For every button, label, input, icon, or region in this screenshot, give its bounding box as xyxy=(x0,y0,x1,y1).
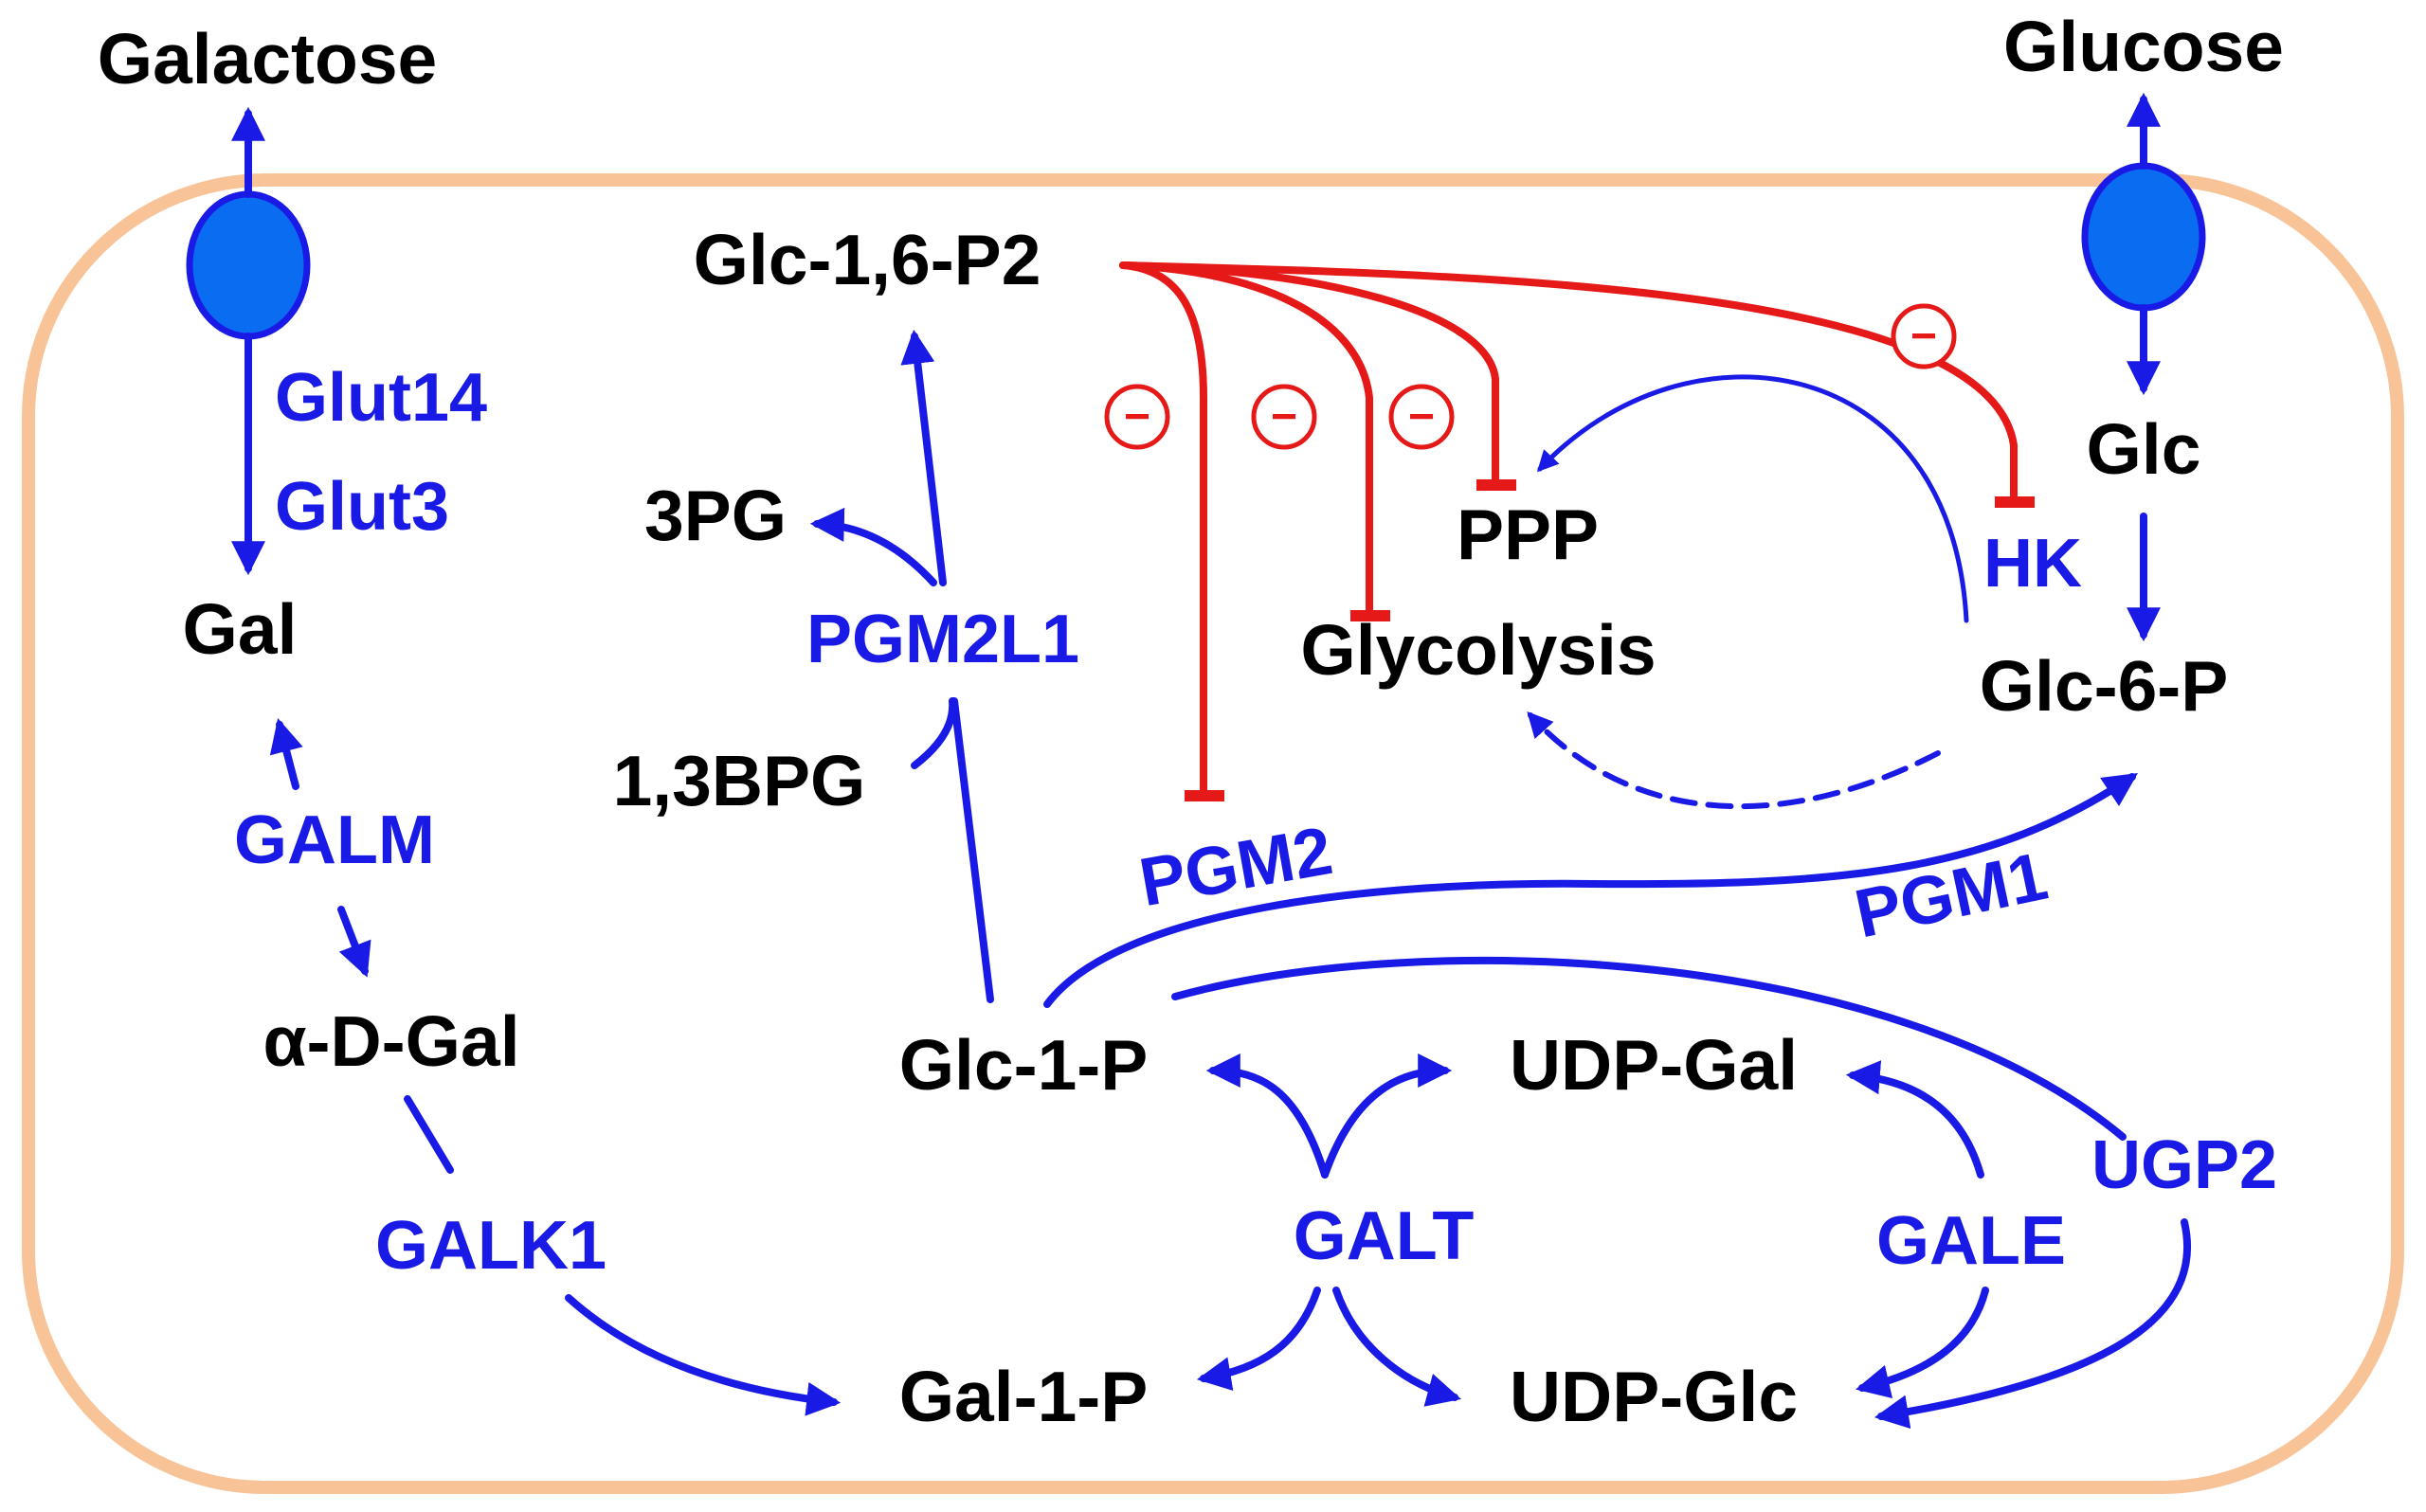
enzyme-glut14: Glut14 xyxy=(275,360,487,436)
glc-6-p-to-ppp-arrow xyxy=(1536,374,1969,623)
metabolite-glc: Glc xyxy=(2087,409,2201,489)
galactose-transporter[interactable] xyxy=(186,190,311,340)
galt-to-gal-1-p-arrow xyxy=(1196,1287,1321,1392)
glucose-transporter[interactable] xyxy=(2081,162,2206,312)
inhibition-symbol-glycolysis xyxy=(1251,384,1317,450)
enzyme-gale: GALE xyxy=(1876,1203,2066,1279)
enzyme-pgm2: PGM2 xyxy=(1134,813,1338,921)
inhibition-symbol-pgm2 xyxy=(1104,384,1170,450)
enzyme-glut3: Glut3 xyxy=(275,469,449,545)
gale-to-udp-glc-arrow xyxy=(1855,1287,1989,1399)
inhibition-pgm2-line xyxy=(1119,261,1207,798)
cell-membrane xyxy=(22,173,2404,1494)
pgm-glc-1-p-to-glc-6-p-arrow xyxy=(1043,773,2138,1008)
metabolite-udp-gal: UDP-Gal xyxy=(1510,1025,1798,1105)
glc-6-p-to-glycolysis-arrow xyxy=(1527,711,1941,810)
metabolite-ppp: PPP xyxy=(1457,495,1599,574)
enzyme-hk: HK xyxy=(1983,526,2082,602)
enzyme-ugp2: UGP2 xyxy=(2091,1127,2277,1203)
pgm2l1-to-3pg-arrow xyxy=(809,507,937,586)
metabolite-gal: Gal xyxy=(183,589,298,669)
metabolite-galactose: Galactose xyxy=(98,19,438,99)
enzyme-pgm2l1: PGM2L1 xyxy=(806,602,1079,677)
galk1-line xyxy=(404,1095,454,1174)
inhibition-symbol-ppp xyxy=(1388,384,1455,450)
metabolite-glycolysis: Glycolysis xyxy=(1300,610,1656,690)
metabolite-glc-1-p: Glc-1-P xyxy=(899,1025,1149,1105)
metabolite-alpha-d-gal: α-D-Gal xyxy=(263,1001,519,1081)
enzyme-galk1: GALK1 xyxy=(375,1208,606,1284)
metabolite-udp-glc: UDP-Glc xyxy=(1510,1357,1798,1436)
one-three-bpg-to-pgm2l1-line xyxy=(911,697,957,769)
gale-to-udp-gal-arrow xyxy=(1845,1060,1984,1179)
ugp2-to-udp-glc-arrow xyxy=(1874,1218,2192,1430)
galt-to-glc-1-p-arrow xyxy=(1205,1053,1329,1179)
inhibition-hk-line xyxy=(1119,261,2018,504)
metabolite-1-3bpg: 1,3BPG xyxy=(613,741,866,820)
minus-icon: − xyxy=(1271,392,1297,442)
enzyme-galm: GALM xyxy=(234,802,435,878)
galk1-to-gal-1-p-arrow xyxy=(565,1294,842,1416)
ugp2-arc xyxy=(1171,956,2127,1141)
enzyme-galt: GALT xyxy=(1294,1198,1475,1274)
metabolite-glc-1-6-p2: Glc-1,6-P2 xyxy=(694,220,1041,299)
metabolite-3pg: 3PG xyxy=(644,476,787,555)
galt-to-udp-gal-arrow xyxy=(1321,1053,1453,1179)
pgm2l1-to-glc-1-6-p2-arrow xyxy=(900,329,947,586)
galm-to-gal-arrow xyxy=(269,718,303,790)
metabolite-glucose: Glucose xyxy=(2003,7,2284,86)
galm-to-alpha-d-gal-arrow xyxy=(337,906,371,978)
glc-1-p-to-pgm2l1-line xyxy=(950,697,994,1003)
minus-icon: − xyxy=(1124,392,1150,442)
metabolite-glc-6-p: Glc-6-P xyxy=(1980,646,2229,726)
minus-icon: − xyxy=(1910,312,1937,362)
minus-icon: − xyxy=(1408,392,1435,442)
metabolite-gal-1-p: Gal-1-P xyxy=(899,1357,1149,1436)
inhibition-symbol-hk xyxy=(1891,303,1957,369)
inhibition-symbols: − − − − xyxy=(1104,303,1957,450)
galt-to-udp-glc-arrow xyxy=(1332,1287,1461,1407)
